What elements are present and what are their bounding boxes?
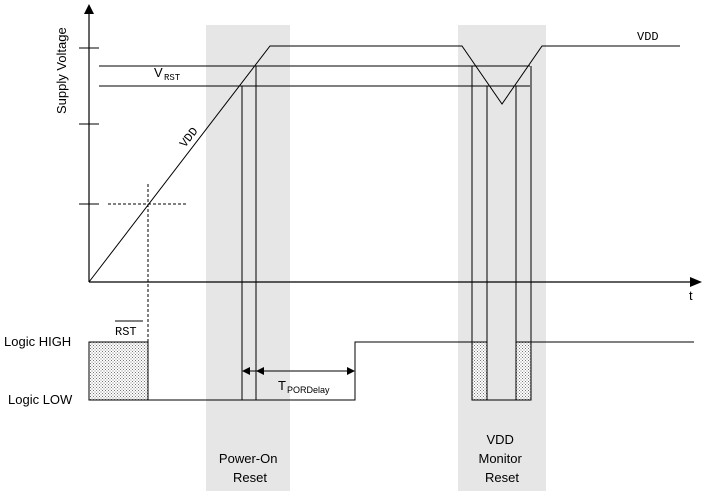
x-axis-label: t xyxy=(689,288,693,303)
vdd-monitor-reset-label: VDD Monitor Reset xyxy=(479,432,526,485)
power-on-reset-label: Power-On Reset xyxy=(219,451,281,485)
y-axis-arrow-icon xyxy=(84,4,94,14)
svg-text:RST: RST xyxy=(115,325,137,339)
rst-undefined-region xyxy=(471,341,488,401)
rst-undefined-region xyxy=(88,341,149,401)
vrst-label: V RST xyxy=(154,65,181,83)
vdd-monitor-reset-band xyxy=(458,25,546,491)
vdd-label-top: VDD xyxy=(637,30,659,44)
logic-low-label: Logic LOW xyxy=(8,392,73,407)
svg-text:V: V xyxy=(154,65,163,80)
svg-text:PORDelay: PORDelay xyxy=(287,385,330,395)
tpor-arrow-left-icon xyxy=(242,367,250,375)
power-on-reset-band xyxy=(206,25,290,491)
vdd-waveform xyxy=(88,45,680,283)
logic-high-label: Logic HIGH xyxy=(4,334,71,349)
rst-waveform xyxy=(147,341,472,401)
y-axis-label: Supply Voltage xyxy=(54,27,69,114)
rst-label: RST xyxy=(115,320,143,339)
x-axis-arrow-icon xyxy=(690,277,702,287)
svg-text:T: T xyxy=(278,378,286,393)
tpor-arrow-right-icon xyxy=(347,367,355,375)
tpor-delay-label: T PORDelay xyxy=(278,378,330,395)
vdd-label-ramp: VDD xyxy=(177,125,201,151)
rst-undefined-region xyxy=(515,341,532,401)
tpor-arrow-mid-icon xyxy=(256,367,264,375)
svg-text:RST: RST xyxy=(164,73,181,83)
